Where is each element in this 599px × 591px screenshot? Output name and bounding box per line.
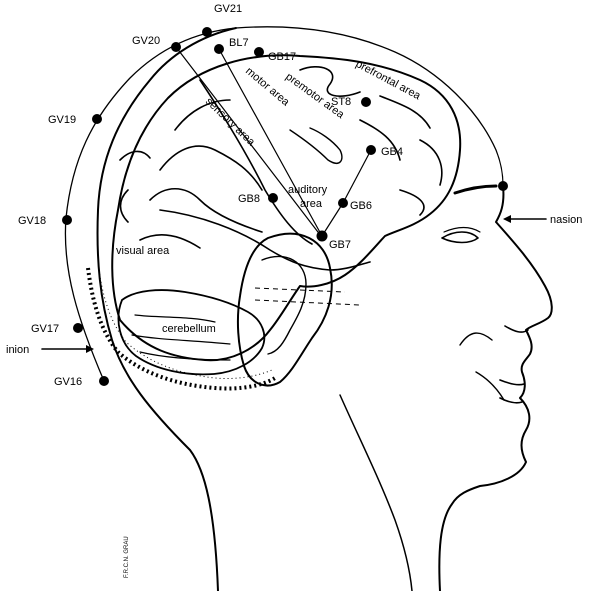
point-gb4-dot (366, 145, 376, 155)
point-gv19-dot (92, 114, 102, 124)
point-gb7-dot (316, 230, 328, 242)
point-st8-dot (361, 97, 371, 107)
eyebrow (453, 184, 498, 195)
label-gv16: GV16 (54, 376, 82, 388)
cerebellum-outline (117, 289, 266, 376)
inion-arrowhead (86, 345, 94, 353)
label-nasion: nasion (550, 214, 582, 226)
precentral-sulcus (289, 127, 343, 164)
neck-line (339, 394, 413, 591)
eye-crease (443, 226, 481, 233)
label-auditory-line1: auditory (288, 184, 328, 196)
label-prefrontal-area: prefrontal area (354, 58, 424, 103)
artist-signature: F.R.C.N. GRAU (124, 536, 130, 578)
head-outline (438, 185, 553, 591)
brain-outline (111, 54, 462, 362)
skull-base-band (86, 267, 277, 391)
point-nasion-dot (498, 181, 508, 191)
point-gv21-dot (202, 27, 212, 37)
ear-inner (261, 255, 307, 355)
point-gb8-dot (268, 193, 278, 203)
point-gv18-dot (62, 215, 72, 225)
ear-ref-dashed (254, 287, 361, 306)
skull-base-band-inner (97, 261, 273, 379)
label-gv18: GV18 (18, 215, 46, 227)
guide-gb6-gb7 (321, 202, 344, 237)
point-gv16-dot (99, 376, 109, 386)
label-gv21: GV21 (214, 3, 242, 15)
label-visual-area: visual area (116, 245, 170, 257)
ear-outline (236, 232, 333, 387)
point-gb17-dot (254, 47, 264, 57)
label-cerebellum: cerebellum (162, 323, 216, 335)
label-gb6: GB6 (350, 200, 372, 212)
label-gb17: GB17 (268, 51, 296, 63)
point-bl7-dot (214, 44, 224, 54)
lateral-fissure (159, 209, 371, 271)
nostril (504, 325, 529, 333)
central-sulcus (199, 79, 313, 245)
point-gb6-dot (338, 198, 348, 208)
gyri-front (299, 66, 443, 216)
lips (499, 379, 525, 404)
cerebellum-folia (131, 314, 231, 361)
eye (441, 231, 479, 244)
gyri-middle (119, 99, 263, 249)
point-gv20-dot (171, 42, 181, 52)
label-auditory-line2: area (300, 198, 323, 210)
back-of-head-outline (96, 27, 237, 591)
label-gv17: GV17 (31, 323, 59, 335)
label-gb8: GB8 (238, 193, 260, 205)
label-motor-area: motor area (243, 65, 292, 109)
label-inion: inion (6, 344, 29, 356)
point-gv17-dot (73, 323, 83, 333)
nasion-arrowhead (503, 215, 511, 223)
label-gv20: GV20 (132, 35, 160, 47)
guide-bl7-gb7 (218, 48, 323, 237)
scalp-arc (64, 26, 504, 382)
label-st8: ST8 (331, 96, 351, 108)
label-gb7: GB7 (329, 239, 351, 251)
cheek-line (459, 332, 505, 401)
label-gb4: GB4 (381, 146, 403, 158)
guide-gb4-gb6 (342, 149, 372, 204)
label-gv19: GV19 (48, 114, 76, 126)
label-bl7: BL7 (229, 37, 249, 49)
guide-gv20-gb7 (175, 46, 322, 237)
